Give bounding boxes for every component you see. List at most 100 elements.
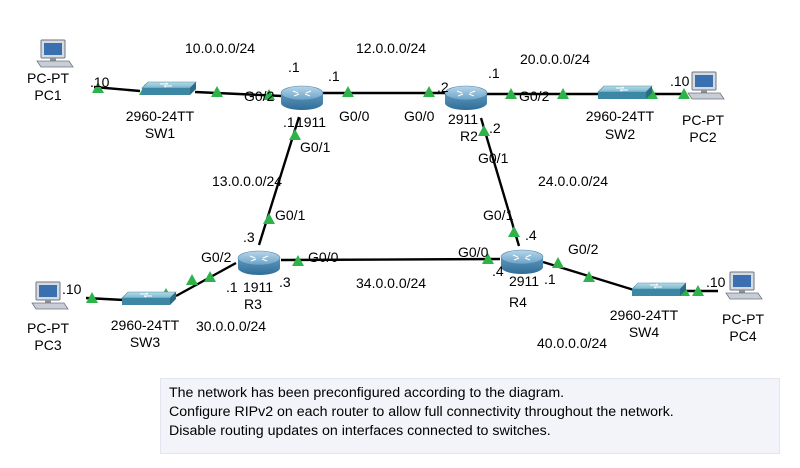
interface-label: G0/1 [300,139,331,155]
r4-icon[interactable] [500,249,544,275]
port-up-indicator [92,82,104,93]
port-up-indicator [478,125,490,136]
r3-model: 1911 [243,279,273,295]
pc1-ip: .10 [90,74,110,90]
link-pc1-sw1 [93,85,141,93]
address-label: .1 [288,59,300,75]
sw2-name: SW2 [605,126,636,142]
pc2-icon[interactable] [687,71,725,100]
interface-label: G0/1 [275,207,306,223]
link-r3-r4 [280,257,501,262]
r3-icon[interactable] [237,250,281,276]
sw4-name: SW4 [629,324,660,340]
address-label: .1 [226,279,238,295]
pc4-name: PC4 [729,328,756,344]
network-label: 10.0.0.0/24 [185,40,255,56]
r2-icon[interactable] [444,85,488,111]
network-label: 24.0.0.0/24 [538,173,608,189]
address-label: .2 [437,79,449,95]
r1-icon[interactable] [280,85,324,111]
pc3-model: PC-PT [27,320,69,336]
interface-label: G0/0 [458,244,489,260]
port-up-indicator [186,274,198,285]
pc4-icon[interactable] [725,271,763,300]
port-up-indicator [423,86,435,97]
port-up-indicator [263,213,275,224]
r3-name: R3 [244,296,262,312]
instruction-line: The network has been preconfigured accor… [169,385,565,401]
pc1-icon[interactable] [36,39,74,68]
sw1-name: SW1 [145,125,176,141]
interface-label: G0/2 [201,249,232,265]
interface-label: G0/0 [308,249,339,265]
port-up-indicator [678,88,690,99]
interface-label: G0/2 [519,88,550,104]
interface-label: G0/0 [404,108,435,124]
pc3-name: PC3 [34,337,61,353]
interface-label: G0/0 [339,108,370,124]
interface-label: G0/2 [568,241,599,257]
port-up-indicator [646,88,658,99]
address-label: .1 [328,68,340,84]
sw4-model: 2960-24TT [610,307,679,323]
port-up-indicator [557,88,569,99]
pc3-ip: .10 [62,281,82,297]
sw3-model: 2960-24TT [111,317,180,333]
port-up-indicator [292,255,304,266]
address-label: .1 [544,271,556,287]
port-up-indicator [211,86,223,97]
port-up-indicator [692,285,704,296]
r2-name: R2 [460,128,478,144]
port-up-indicator [204,271,216,282]
network-label: 20.0.0.0/24 [520,51,590,67]
address-label: .4 [525,227,537,243]
port-up-indicator [482,253,494,264]
instruction-line: Configure RIPv2 on each router to allow … [169,404,674,420]
port-up-indicator [342,86,354,97]
sw1-model: 2960-24TT [126,108,195,124]
address-label: .4 [492,263,504,279]
r2-model: 2911 [448,111,478,127]
pc2-name: PC2 [689,129,716,145]
pc4-ip: .10 [706,274,726,290]
pc4-model: PC-PT [722,311,764,327]
instructions-panel: The network has been preconfigured accor… [160,378,780,454]
port-up-indicator [552,257,564,268]
link-r2-r4 [479,117,521,247]
address-label: .3 [279,274,291,290]
port-up-indicator [505,88,517,99]
pc2-ip: .10 [670,73,690,89]
sw4-icon[interactable] [631,282,687,297]
address-label: .3 [243,229,255,245]
r1-model: 1911 [296,114,326,130]
network-label: 30.0.0.0/24 [196,318,266,334]
pc1-model: PC-PT [27,70,69,86]
r4-name: R4 [509,294,527,310]
interface-label: G0/2 [244,88,275,104]
network-label: 34.0.0.0/24 [356,275,426,291]
network-label: 40.0.0.0/24 [537,335,607,351]
sw3-name: SW3 [130,334,161,350]
interface-label: G0/1 [483,207,514,223]
port-up-indicator [86,292,98,303]
sw2-icon[interactable] [597,85,653,100]
network-label: 13.0.0.0/24 [212,173,282,189]
address-label: .1 [488,65,500,81]
address-label: .1 [283,114,295,130]
interface-label: G0/1 [478,150,509,166]
r4-model: 2911 [509,273,539,289]
port-up-indicator [508,226,520,237]
sw3-icon[interactable] [121,291,177,306]
port-up-indicator [583,271,595,282]
pc2-model: PC-PT [682,112,724,128]
sw2-model: 2960-24TT [586,108,655,124]
port-up-indicator [289,129,301,140]
pc1-name: PC1 [34,87,61,103]
instruction-line: Disable routing updates on interfaces co… [169,423,551,439]
network-label: 12.0.0.0/24 [356,40,426,56]
sw1-icon[interactable] [141,81,197,96]
address-label: .2 [489,120,501,136]
port-up-indicator [263,89,275,100]
